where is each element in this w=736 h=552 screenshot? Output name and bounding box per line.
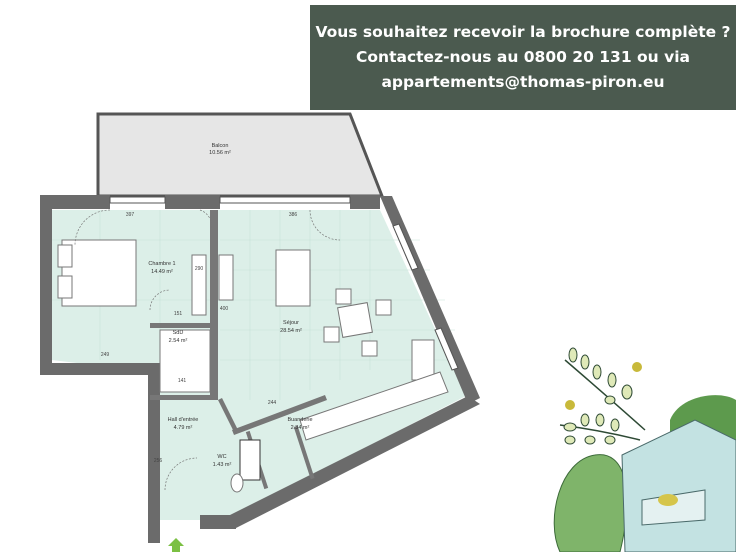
bed: [61, 239, 137, 307]
svg-text:151: 151: [174, 311, 183, 317]
door-swings: [74, 209, 341, 491]
kitchen-counter: [411, 339, 435, 381]
svg-text:141: 141: [178, 378, 187, 384]
brochure-contact-banner: Vous souhaitez recevoir la brochure comp…: [310, 5, 736, 110]
svg-text:Séjour: Séjour: [283, 320, 299, 326]
svg-text:249: 249: [101, 352, 110, 358]
windows: [109, 196, 459, 371]
decorative-illustration: [553, 347, 736, 552]
svg-text:SdD: SdD: [173, 330, 184, 336]
room-hall-entree: Hall d'entrée 4.79 m²: [168, 417, 199, 431]
banner-email[interactable]: appartements@thomas-piron.eu: [381, 73, 665, 91]
dimension-labels: 397 386 151 141 244 290 400 249 256: [101, 212, 298, 464]
svg-text:Buanderie: Buanderie: [287, 417, 312, 423]
sofa: [275, 249, 311, 307]
svg-text:386: 386: [289, 212, 298, 218]
balcony-area: [96, 112, 385, 198]
room-sdd: SdD 2.54 m²: [169, 330, 188, 344]
room-buanderie: Buanderie 2.34 m²: [287, 417, 312, 431]
room-sejour: Séjour 28.54 m²: [280, 320, 302, 334]
wardrobe: [191, 254, 207, 316]
svg-text:397: 397: [126, 212, 135, 218]
svg-text:Chambre 1: Chambre 1: [148, 261, 175, 267]
svg-text:2.34 m²: 2.34 m²: [291, 425, 310, 431]
room-chambre-1: Chambre 1 14.49 m²: [148, 261, 175, 275]
svg-text:1.43 m²: 1.43 m²: [213, 462, 232, 468]
banner-line-1: Vous souhaitez recevoir la brochure comp…: [315, 23, 731, 41]
room-balcon: Balcon 10.56 m²: [209, 143, 231, 156]
svg-text:4.79 m²: 4.79 m²: [174, 425, 193, 431]
svg-text:290: 290: [195, 266, 204, 272]
entrance-arrow-icon: [168, 538, 184, 552]
furniture: [57, 239, 449, 493]
svg-text:2.54 m²: 2.54 m²: [169, 338, 188, 344]
svg-text:14.49 m²: 14.49 m²: [151, 269, 173, 275]
toilet: [230, 473, 244, 493]
svg-text:Hall d'entrée: Hall d'entrée: [168, 417, 199, 423]
svg-text:256: 256: [154, 458, 163, 464]
floor-area: [52, 210, 466, 520]
svg-text:10.56 m²: 10.56 m²: [209, 150, 231, 156]
dining-table: [337, 302, 373, 338]
svg-text:Balcon: Balcon: [212, 143, 229, 149]
svg-text:WC: WC: [217, 454, 226, 460]
svg-text:400: 400: [220, 306, 229, 312]
banner-line-2: Contactez-nous au 0800 20 131 ou via: [356, 48, 690, 66]
svg-text:244: 244: [268, 400, 277, 406]
svg-text:28.54 m²: 28.54 m²: [280, 328, 302, 334]
room-wc: WC 1.43 m²: [213, 454, 232, 468]
